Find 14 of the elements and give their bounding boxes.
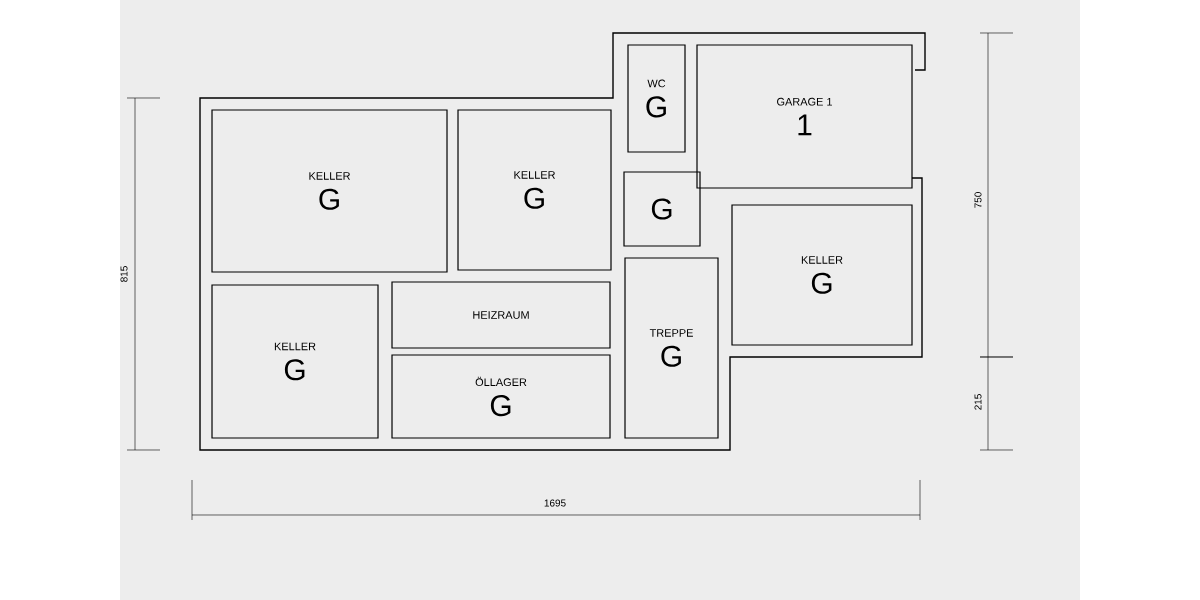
- room: KELLER G: [211, 284, 379, 439]
- room: HEIZRAUM: [391, 281, 611, 349]
- room: KELLER G: [211, 109, 448, 273]
- room: WC G: [627, 44, 686, 153]
- dimension-label: 815: [120, 266, 128, 282]
- room: GARAGE 1 1: [696, 44, 913, 189]
- room: TREPPE G: [624, 257, 719, 439]
- dimension-label: 1695: [544, 499, 566, 507]
- room: ÖLLAGER G: [391, 354, 611, 439]
- room: KELLER G: [457, 109, 612, 271]
- dimension-label: 750: [974, 192, 982, 208]
- room: KELLER G: [731, 204, 913, 346]
- room: G: [623, 171, 701, 247]
- dimension-label: 215: [974, 394, 982, 410]
